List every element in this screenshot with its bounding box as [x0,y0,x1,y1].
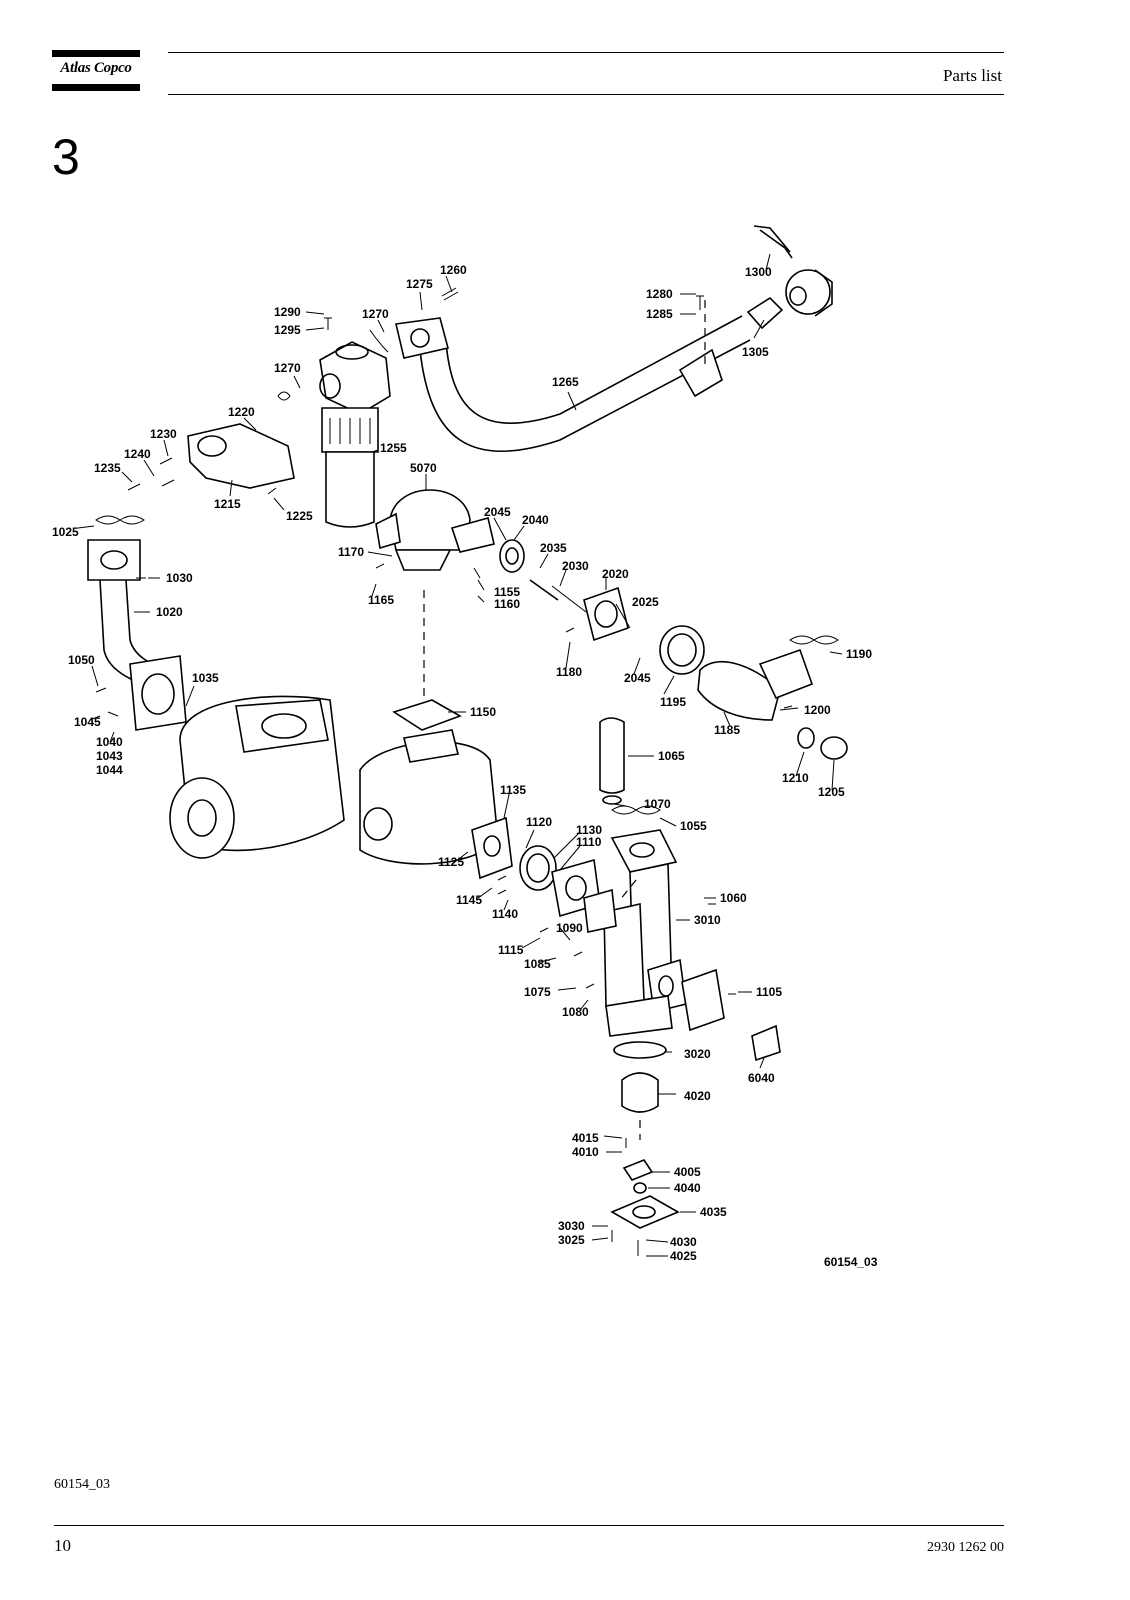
callout-1055: 1055 [680,819,707,833]
callout-2030: 2030 [562,559,589,573]
callout-1080: 1080 [562,1005,589,1019]
callout-1125: 1125 [438,855,464,869]
callout-1170: 1170 [338,545,364,559]
callout-1140: 1140 [492,907,518,921]
callout-1020: 1020 [156,605,183,619]
callout-1060: 1060 [720,891,747,905]
callout-4020: 4020 [684,1089,711,1103]
callout-1110: 1110 [576,835,602,849]
callout-1210: 1210 [782,771,809,785]
callout-1045: 1045 [74,715,101,729]
callout-4035: 4035 [700,1205,727,1219]
callout-3020: 3020 [684,1047,711,1061]
callout-6040: 6040 [748,1071,775,1085]
callout-5070: 5070 [410,461,437,475]
callout-1115: 1115 [498,943,524,957]
header-rule-bottom [168,94,1004,95]
callout-1305: 1305 [742,345,769,359]
callout-1165: 1165 [368,593,394,607]
document-number: 2930 1262 00 [927,1540,1004,1555]
callout-1300: 1300 [745,265,772,279]
callout-1150: 1150 [470,705,496,719]
callout-1280: 1280 [646,287,673,301]
callout-1225: 1225 [286,509,313,523]
callout-1290: 1290 [274,305,301,319]
callout-1025: 1025 [52,525,79,539]
callout-4040: 4040 [674,1181,701,1195]
callout-4030: 4030 [670,1235,697,1249]
part-callouts: 1300 1260 1275 1280 1285 1290 1295 1270 … [52,263,878,1269]
callout-1270-lower: 1270 [274,361,301,375]
callout-3010: 3010 [694,913,721,927]
callout-1295: 1295 [274,323,301,337]
callout-4010: 4010 [572,1145,599,1159]
callout-1160: 1160 [494,597,520,611]
callout-1230: 1230 [150,427,177,441]
logo-bar-top [52,50,140,57]
atlas-copco-logo: Atlas Copco [52,50,140,94]
callout-1285: 1285 [646,307,673,321]
page-number: 10 [54,1536,71,1555]
callout-1130: 1130 [576,823,602,837]
footer-reference: 60154_03 [54,1477,110,1492]
callout-1044: 1044 [96,763,123,777]
callout-2025: 2025 [632,595,659,609]
callout-1075: 1075 [524,985,551,999]
callout-1255: 1255 [380,441,407,455]
logo-bar-bottom [52,84,140,91]
drawing-reference: 60154_03 [824,1255,878,1269]
logo-text: Atlas Copco [60,60,132,76]
callout-1145: 1145 [456,893,482,907]
section-number: 3 [52,129,80,185]
header-rule-top [168,52,1004,53]
callout-1180: 1180 [556,665,582,679]
callout-1195: 1195 [660,695,686,709]
callout-1070: 1070 [644,797,671,811]
callout-1200: 1200 [804,703,831,717]
callout-1240: 1240 [124,447,151,461]
callout-1275: 1275 [406,277,433,291]
callout-1120: 1120 [526,815,552,829]
callout-1090: 1090 [556,921,583,935]
callout-1185: 1185 [714,723,740,737]
callout-1040: 1040 [96,735,123,749]
callout-1260: 1260 [440,263,467,277]
callout-1043: 1043 [96,749,123,763]
footer-rule [54,1525,1004,1526]
callout-1065: 1065 [658,749,685,763]
callout-1270-upper: 1270 [362,307,389,321]
callout-1265: 1265 [552,375,579,389]
callout-1190: 1190 [846,647,872,661]
callout-2045-upper: 2045 [484,505,511,519]
drawing-linework [77,225,848,1257]
callout-3030: 3030 [558,1219,585,1233]
callout-1035: 1035 [192,671,219,685]
callout-1235: 1235 [94,461,121,475]
callout-2035: 2035 [540,541,567,555]
callout-1105: 1105 [756,985,782,999]
callout-4015: 4015 [572,1131,599,1145]
callout-1155: 1155 [494,585,520,599]
callout-1050: 1050 [68,653,95,667]
callout-1220: 1220 [228,405,255,419]
callout-3025: 3025 [558,1233,585,1247]
callout-2045-lower: 2045 [624,671,651,685]
callout-4005: 4005 [674,1165,701,1179]
header-title: Parts list [942,66,1002,85]
callout-4025: 4025 [670,1249,697,1263]
callout-2040: 2040 [522,513,549,527]
callout-2020: 2020 [602,567,629,581]
callout-1215: 1215 [214,497,241,511]
callout-1205: 1205 [818,785,845,799]
callout-1030: 1030 [166,571,193,585]
callout-1135: 1135 [500,783,526,797]
callout-1085: 1085 [524,957,551,971]
